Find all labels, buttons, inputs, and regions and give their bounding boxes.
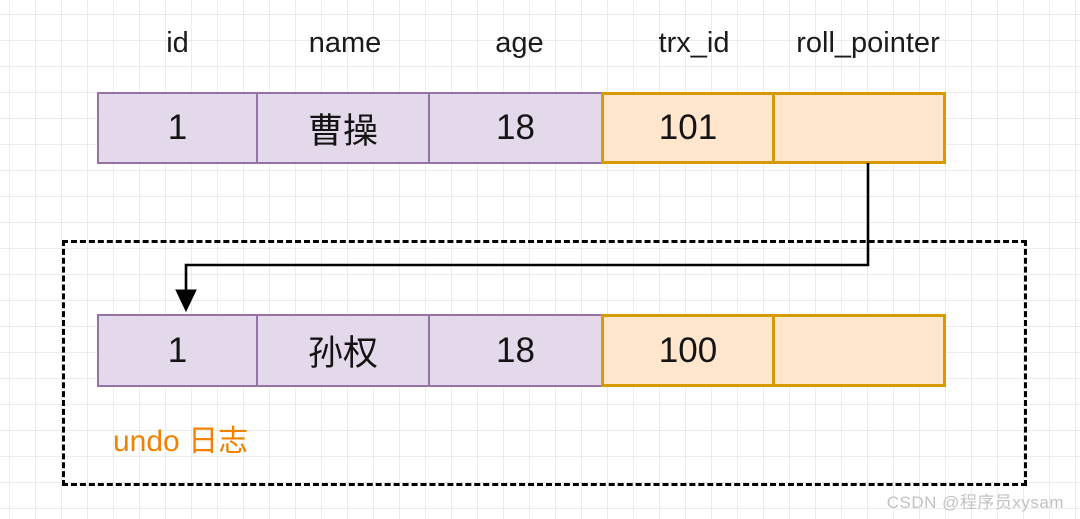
undo-record-row: 1 孙权 18 100 <box>97 314 955 387</box>
undo-trx-id-cell: 100 <box>601 314 775 387</box>
current-trx-id-cell: 101 <box>601 92 775 164</box>
csdn-watermark: CSDN @程序员xysam <box>886 493 1064 512</box>
column-header-trx-id: trx_id <box>658 27 730 59</box>
current-age-cell: 18 <box>428 92 603 164</box>
undo-log-label: undo 日志 <box>113 425 249 458</box>
current-name-cell: 曹操 <box>256 92 430 164</box>
column-header-roll-pointer: roll_pointer <box>796 27 940 59</box>
current-id-cell: 1 <box>97 92 258 164</box>
current-roll-pointer-cell <box>772 92 946 164</box>
undo-name-cell: 孙权 <box>256 314 430 387</box>
column-header-age: age <box>495 27 544 59</box>
column-header-name: name <box>308 27 382 59</box>
column-header-id: id <box>166 27 189 59</box>
undo-age-cell: 18 <box>428 314 603 387</box>
undo-id-cell: 1 <box>97 314 258 387</box>
current-record-row: 1 曹操 18 101 <box>97 92 955 164</box>
undo-roll-pointer-cell <box>772 314 946 387</box>
